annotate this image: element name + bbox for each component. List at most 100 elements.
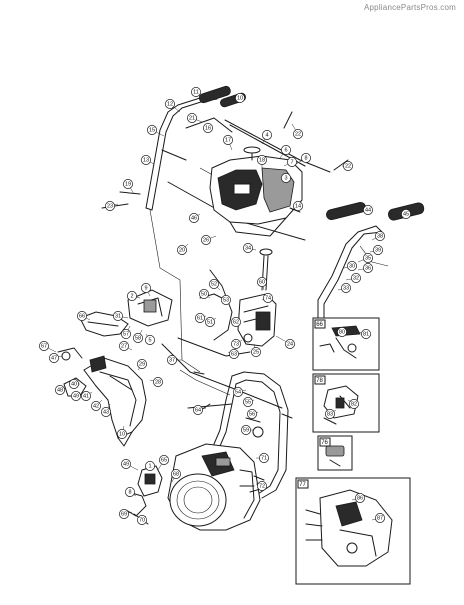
callout-number: 9 (144, 285, 147, 291)
callout-29: 29 (137, 359, 147, 369)
callout-bubble (293, 201, 303, 211)
callout-bubble (233, 387, 243, 397)
callout-bubble (285, 339, 295, 349)
callout-86: 86 (355, 493, 365, 503)
callout-number: 8 (128, 489, 131, 495)
callout-31: 31 (113, 311, 123, 321)
callout-bubble (189, 213, 199, 223)
callout-bubble (141, 155, 151, 165)
callout-number: 72 (259, 483, 265, 489)
callout-number: 12 (167, 101, 173, 107)
callout-bubble (69, 379, 79, 389)
watermark: AppliancePartsPros.com (364, 3, 456, 12)
callout-bubble (347, 261, 357, 271)
callout-24: 24 (285, 339, 295, 349)
callout-44: 44 (363, 205, 373, 215)
callout-number: 18 (259, 157, 265, 163)
callout-bubble (123, 179, 133, 189)
callout-number: 2 (130, 293, 133, 299)
callout-43: 43 (101, 407, 111, 417)
callout-bubble (145, 335, 155, 345)
callout-22: 22 (293, 129, 303, 139)
callout-bubble (49, 353, 59, 363)
callout-bubble (55, 385, 65, 395)
callout-8: 8 (125, 487, 135, 497)
callout-number: 61 (197, 315, 203, 321)
callout-number: 51 (207, 319, 213, 325)
callout-49: 49 (121, 459, 131, 469)
callout-bubble (363, 253, 373, 263)
auger-housing (167, 443, 261, 531)
callout-number: 10 (237, 95, 243, 101)
callout-number: 42 (93, 403, 99, 409)
callout-bubble (351, 273, 361, 283)
callout-bubble (119, 509, 129, 519)
callout-bubble (349, 399, 359, 409)
callout-36: 36 (363, 263, 373, 273)
callout-bubble (141, 283, 151, 293)
callout-number: 45 (403, 211, 409, 217)
callout-number: 50 (201, 291, 207, 297)
callout-number: 59 (243, 427, 249, 433)
detail-box-tag (297, 479, 309, 489)
callout-34: 34 (243, 243, 253, 253)
callout-number: 29 (139, 361, 145, 367)
callout-number: 54 (235, 389, 241, 395)
callout-number: 8 (304, 155, 307, 161)
callout-bubble (301, 153, 311, 163)
callout-45: 45 (401, 209, 411, 219)
callout-14: 14 (293, 201, 303, 211)
callout-bubble (159, 455, 169, 465)
callout-bubble (121, 459, 131, 469)
callout-number: 10 (119, 431, 125, 437)
callout-number: 73 (233, 341, 239, 347)
callout-number: 26 (203, 237, 209, 243)
callout-37: 37 (167, 355, 177, 365)
callout-bubble (153, 377, 163, 387)
callout-bubble (293, 129, 303, 139)
callout-number: 14 (295, 203, 301, 209)
callout-number: 46 (191, 215, 197, 221)
callout-bubble (263, 293, 273, 303)
callout-bubble (257, 481, 267, 491)
callout-bubble (209, 279, 219, 289)
callout-number: 48 (57, 387, 63, 393)
callout-55: 55 (243, 397, 253, 407)
callout-number: 83 (327, 411, 333, 417)
callout-38: 38 (375, 231, 385, 241)
callout-bubble (247, 409, 257, 419)
callout-number: 43 (103, 409, 109, 415)
callout-bubble (259, 453, 269, 463)
callout-number: 6 (284, 147, 287, 153)
detail-box-77 (295, 477, 411, 585)
callout-number: 1 (148, 463, 151, 469)
callout-number: 69 (121, 511, 127, 517)
callout-17: 17 (223, 135, 233, 145)
callout-64: 64 (193, 405, 203, 415)
callout-2: 2 (127, 291, 137, 301)
discharge-chute (83, 355, 147, 447)
callout-bubble (361, 329, 371, 339)
callout-bubble (165, 99, 175, 109)
callout-48: 48 (55, 385, 65, 395)
callout-10: 10 (117, 429, 127, 439)
callout-59: 59 (241, 425, 251, 435)
callout-bubble (325, 409, 335, 419)
callout-bubble (343, 161, 353, 171)
callout-bubble (243, 397, 253, 407)
callout-42: 42 (91, 401, 101, 411)
callout-number: 32 (353, 275, 359, 281)
callout-12: 12 (165, 99, 175, 109)
callout-number: 35 (365, 255, 371, 261)
callout-bubble (363, 263, 373, 273)
callout-22: 22 (343, 161, 353, 171)
callout-71: 71 (259, 453, 269, 463)
callout-bubble (235, 93, 245, 103)
callout-bubble (223, 135, 233, 145)
callout-7: 7 (287, 157, 297, 167)
callout-bubble (401, 209, 411, 219)
callout-bubble (39, 341, 49, 351)
callout-number: 27 (121, 343, 127, 349)
callout-bubble (231, 317, 241, 327)
